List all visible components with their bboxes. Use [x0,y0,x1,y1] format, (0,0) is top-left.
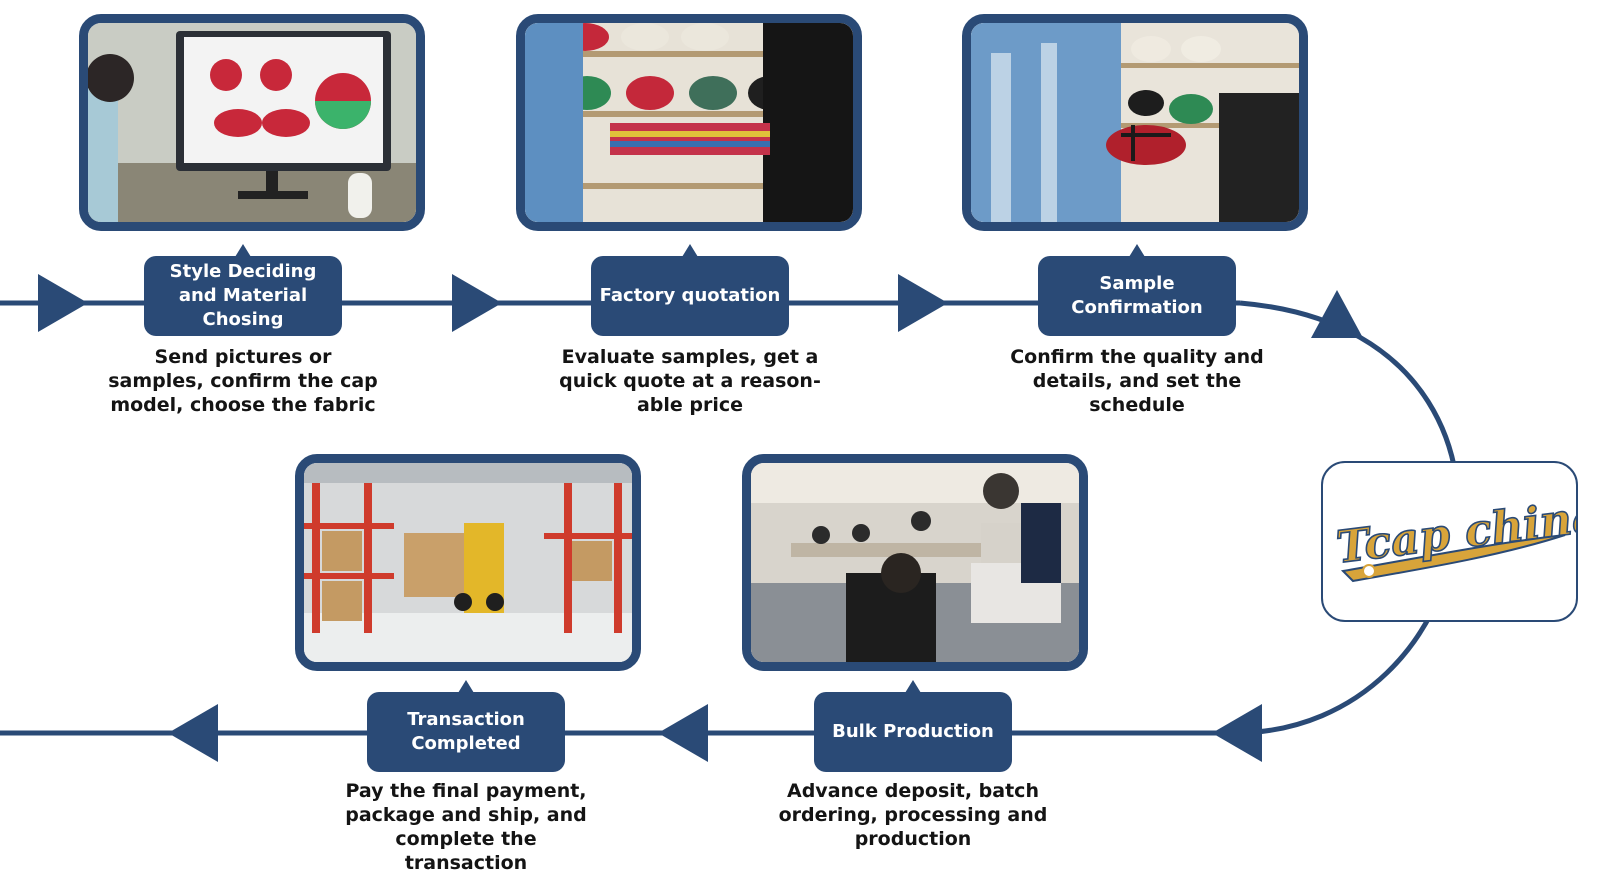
logo-ball-icon [1362,564,1376,578]
arrow-left-icon [658,704,708,762]
step-box-factory-quotation: Factory quotation [591,256,789,336]
brand-logo-card: Tcap china [1321,461,1578,622]
step-photo-transaction-completed [295,454,641,671]
step-box-sample-confirmation: Sample Confirmation [1038,256,1236,336]
step-description: Advance deposit, batch ordering, process… [778,780,1048,850]
step-photo-bulk-production [742,454,1088,671]
step-title: Style Deciding and Material Chosing [169,261,317,330]
step-photo-factory-quotation [516,14,862,231]
step-description: Evaluate samples, get a quick quote at a… [559,346,821,416]
step-photo-sample-confirmation [962,14,1308,231]
step-title: Sample Confirmation [1071,273,1203,318]
arrow-left-icon [168,704,218,762]
step-box-transaction-completed: Transaction Completed [367,692,565,772]
step-title: Factory quotation [599,285,781,306]
step-box-bulk-production: Bulk Production [814,692,1012,772]
arrow-right-icon [452,274,502,332]
step-photo-style-deciding [79,14,425,231]
step-title: Transaction Completed [407,709,525,754]
step-description: Confirm the quality and details, and set… [1010,346,1264,416]
step-description: Send pictures or samples, confirm the ca… [108,346,378,416]
logo-swoosh [1340,534,1566,583]
step-description: Pay the final payment, package and ship,… [345,780,587,874]
step-box-style-deciding: Style Deciding and Material Chosing [144,256,342,336]
arrow-up-icon [1311,290,1363,338]
step-title: Bulk Production [832,721,994,742]
arrow-left-icon [1212,704,1262,762]
arrow-right-icon [898,274,948,332]
arrow-right-icon [38,274,88,332]
